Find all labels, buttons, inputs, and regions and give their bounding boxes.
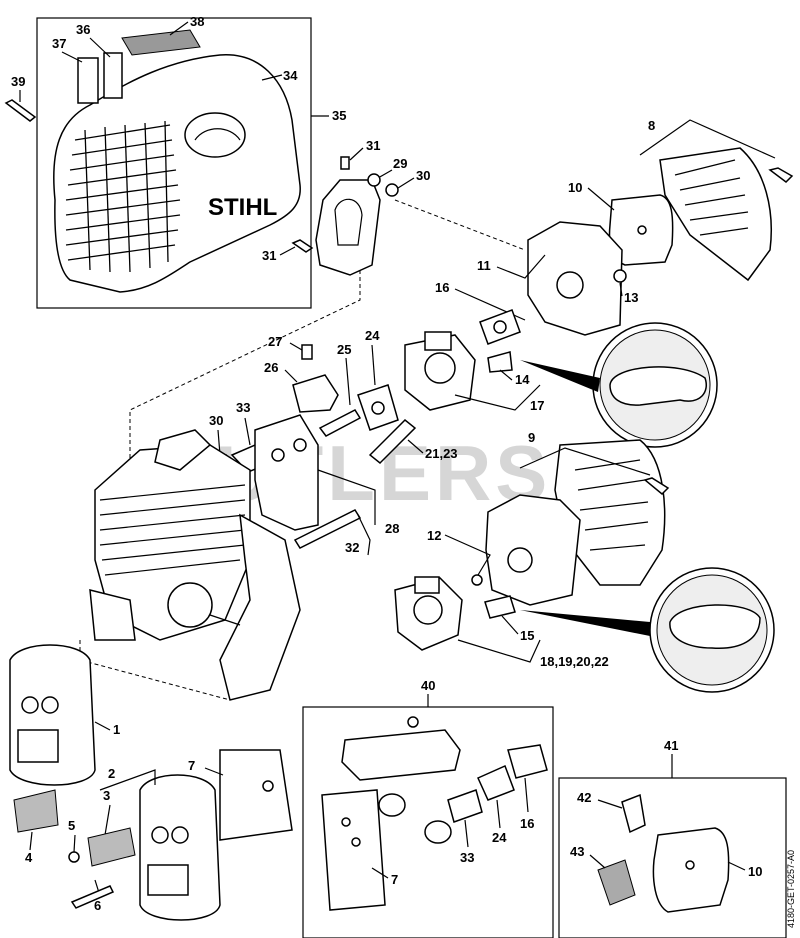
base-plate-12	[485, 494, 581, 606]
fuel-filter-43	[597, 859, 636, 906]
choke-detail-inset-top	[520, 322, 718, 448]
decal-36	[103, 52, 123, 99]
callout-8: 8	[648, 118, 655, 133]
callout-31-top: 31	[366, 138, 380, 153]
callout-26: 26	[264, 360, 278, 375]
screen-4	[13, 789, 59, 833]
callout-7-kit: 7	[391, 872, 398, 887]
callout-31-bottom: 31	[262, 248, 276, 263]
callout-41: 41	[664, 738, 678, 753]
callout-3: 3	[103, 788, 110, 803]
callout-4: 4	[25, 850, 33, 865]
screw-8	[768, 167, 794, 183]
decal-38	[121, 29, 201, 56]
shroud-grille	[65, 120, 181, 273]
callout-11: 11	[477, 258, 491, 273]
muffler-1	[9, 644, 96, 786]
callout-16-kit: 16	[520, 816, 534, 831]
callout-27: 27	[268, 334, 282, 349]
callout-42: 42	[577, 790, 591, 805]
callout-40: 40	[421, 678, 435, 693]
callout-32: 32	[345, 540, 359, 555]
callout-6: 6	[94, 898, 101, 913]
screw-5	[68, 851, 80, 863]
callout-24-kit: 24	[492, 830, 507, 845]
screw-9	[643, 477, 670, 496]
screw-6	[70, 885, 115, 909]
shroud-brand-logo: STIHL	[208, 194, 277, 221]
decal-37	[77, 57, 99, 104]
screw-25	[318, 409, 362, 437]
callout-15: 15	[520, 628, 534, 643]
callout-10-top: 10	[568, 180, 582, 195]
engine-block	[89, 429, 301, 701]
callout-9: 9	[528, 430, 535, 445]
callout-28: 28	[385, 521, 399, 536]
callout-12: 12	[427, 528, 441, 543]
callout-21-23: 21,23	[425, 446, 458, 461]
callout-43: 43	[570, 844, 584, 859]
callout-33-top: 33	[236, 400, 250, 415]
callout-25: 25	[337, 342, 351, 357]
carburetor-17	[404, 331, 476, 411]
callout-30-top: 30	[416, 168, 430, 183]
callout-13: 13	[624, 290, 638, 305]
callout-7-main: 7	[188, 758, 195, 773]
callout-37: 37	[52, 36, 66, 51]
shroud-cover	[53, 54, 301, 293]
gasket-7-kit	[321, 789, 386, 911]
intake-hose-21-23	[368, 418, 417, 465]
filter-cover-8	[659, 147, 772, 282]
screw-39	[4, 99, 37, 122]
air-filter-kit-10	[652, 827, 730, 913]
callout-35: 35	[332, 108, 346, 123]
nut-30-top	[385, 183, 399, 197]
shroud-assembly-box: STIHL 37 36 38 34	[36, 14, 312, 309]
reference-code: 4180-GET-0257-A0	[786, 850, 796, 928]
filter-42	[621, 793, 646, 834]
carburetor-18-19-20-22	[394, 576, 463, 651]
intake-flange-28	[254, 414, 319, 531]
callout-34: 34	[283, 68, 298, 83]
screw-31-bottom	[291, 239, 314, 253]
kit-41-box	[558, 777, 787, 938]
callout-10-kit: 10	[748, 864, 762, 879]
callout-30-mid: 30	[209, 413, 223, 428]
shroud-opening	[184, 112, 246, 158]
callout-14: 14	[515, 372, 530, 387]
choke-detail-inset-bottom	[520, 567, 775, 693]
spark-screen-3	[87, 827, 136, 867]
bracket-26	[292, 374, 339, 413]
callout-29: 29	[393, 156, 407, 171]
choke-knob-15	[484, 595, 516, 619]
callout-18-19-20-22: 18,19,20,22	[540, 654, 609, 669]
kit-40-box	[302, 706, 554, 938]
carb-bracket	[315, 179, 381, 276]
callout-33-kit: 33	[460, 850, 474, 865]
callout-17: 17	[530, 398, 544, 413]
callout-39: 39	[11, 74, 25, 89]
screw-31-top	[340, 156, 350, 170]
callout-16-top: 16	[435, 280, 449, 295]
callout-36: 36	[76, 22, 90, 37]
callout-5: 5	[68, 818, 75, 833]
filter-cover-9	[554, 439, 666, 586]
choke-knob-14	[487, 351, 513, 373]
callout-1: 1	[113, 722, 120, 737]
clip-29	[367, 173, 381, 187]
callout-24-top: 24	[365, 328, 380, 343]
muffler-2	[139, 774, 221, 921]
heat-shield-7-main	[219, 749, 293, 841]
callout-2: 2	[108, 766, 115, 781]
callout-38: 38	[190, 14, 204, 29]
screw-27	[301, 344, 313, 360]
